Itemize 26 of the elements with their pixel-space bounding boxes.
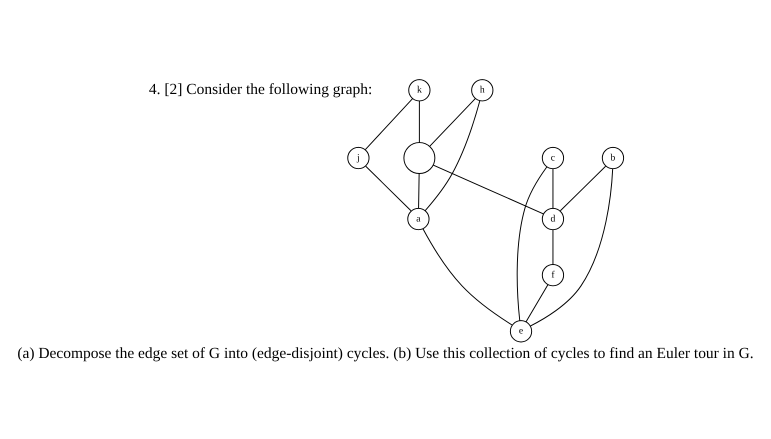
connector	[424, 100, 480, 211]
node-circle: d	[542, 207, 564, 230]
connector	[526, 284, 548, 322]
caption: (a) Decompose the edge set of G into (edge-disjoint) cycles. (b) Use this collection of cycles to find an Euler tour in G.	[17, 344, 754, 362]
connector	[552, 228, 554, 264]
connector	[429, 98, 476, 146]
node-circle: k	[408, 78, 430, 101]
node-circle: c	[542, 146, 564, 169]
node-circle	[403, 142, 436, 174]
connector	[422, 228, 513, 326]
connector	[560, 165, 606, 211]
node-circle: h	[471, 78, 494, 101]
node-circle: f	[542, 264, 564, 286]
node-circle: a	[407, 207, 430, 230]
connector	[365, 165, 412, 211]
node-circle: e	[510, 320, 532, 342]
connector	[364, 98, 414, 150]
diagram-title: 4. [2] Consider the following graph:	[148, 80, 372, 98]
connector	[432, 164, 544, 214]
connector	[418, 100, 420, 142]
connector	[418, 172, 420, 208]
node-circle: j	[347, 146, 370, 169]
node-circle: b	[602, 146, 624, 169]
connector	[516, 166, 548, 321]
connector	[530, 168, 614, 326]
connector	[552, 168, 554, 208]
